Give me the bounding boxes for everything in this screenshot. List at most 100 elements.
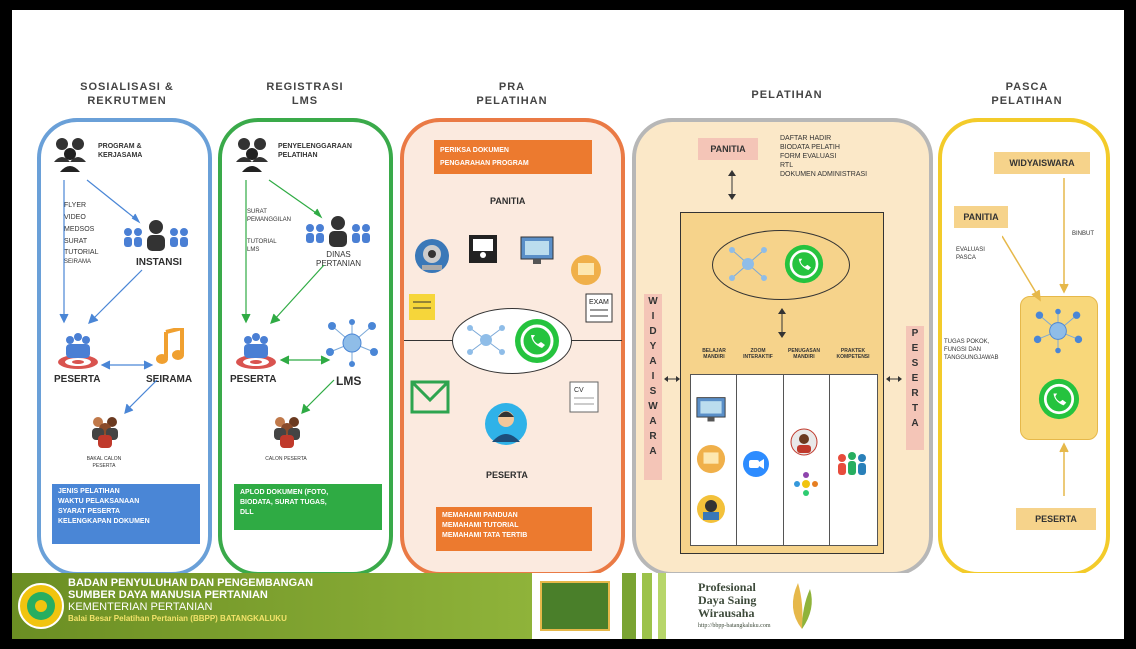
channel-list: FLYER VIDEO MEDSOS SURAT TUTORIAL SEIRAM… [64, 200, 99, 266]
title-col4: PELATIHAN [712, 88, 862, 102]
teamwork-icon [794, 472, 818, 496]
tutorial-label: TUTORIAL LMS [247, 238, 277, 254]
bottom-box-c3: MEMAHAMI PANDUAN MEMAHAMI TUTORIAL MEMAH… [436, 507, 592, 551]
tugas-line2: FUNGSI DAN [944, 347, 982, 353]
arrows-c1 [59, 179, 158, 414]
target-icon [58, 333, 98, 369]
diagram-canvas: SOSIALISASI & REKRUTMEN REGISTRASI LMS P… [12, 10, 1124, 639]
footer-banner: BADAN PENYULUHAN DAN PENGEMBANGAN SUMBER… [12, 573, 1124, 639]
program-line2: KERJASAMA [98, 152, 143, 159]
certificate-icon [696, 444, 726, 474]
dinas-icon [306, 216, 370, 247]
info-item: MEMAHAMI TATA TERTIB [442, 532, 528, 539]
footer-stripe [622, 573, 636, 639]
letter: A [911, 418, 919, 429]
footer-badge [540, 581, 610, 631]
info-box-c2: APLOD DOKUMEN (FOTO, BIODATA, SURAT TUGA… [234, 484, 382, 530]
program-label: PROGRAM & KERJASAMA [98, 142, 142, 160]
footer-slogan: Profesional Daya Saing Wirausaha http://… [698, 581, 771, 633]
tutorial-line2: LMS [247, 247, 260, 253]
monitor-icon [696, 397, 726, 422]
arrows-c5 [1002, 178, 1069, 496]
dinas-label: DINAS PERTANIAN [316, 250, 361, 268]
network-icon [729, 247, 767, 281]
slogan-line1: Profesional [698, 580, 756, 594]
instansi-label: INSTANSI [136, 257, 182, 268]
slogan-line3: Wirausaha [698, 606, 755, 620]
tugas-label: TUGAS POKOK, FUNGSI DAN TANGGUNGJAWAB [944, 338, 998, 362]
email-icon [410, 380, 450, 414]
letter: S [911, 358, 919, 369]
letter: E [911, 373, 919, 384]
admin-item: FORM EVALUASI [780, 153, 837, 160]
panitia-tag-c4: PANITIA [698, 138, 758, 160]
channel-item: TUTORIAL [64, 249, 99, 256]
channel-item: MEDSOS [64, 226, 95, 233]
column-divider [829, 375, 830, 545]
peserta-label-c2: PESERTA [230, 374, 277, 385]
activity-header: PRAKTEK KOMPETENSI [836, 348, 870, 360]
binbut-label: BINBUT [1072, 231, 1095, 237]
whatsapp-icon [1038, 378, 1080, 420]
footer-line1: BADAN PENYULUHAN DAN PENGEMBANGAN [68, 577, 314, 589]
admin-list: DAFTAR HADIR BIODATA PELATIH FORM EVALUA… [780, 134, 867, 179]
letter: A [649, 356, 657, 367]
monitor-icon [520, 236, 554, 264]
avatar-icon [485, 403, 527, 445]
penyelenggara-line1: PENYELENGGARAAN [278, 143, 352, 150]
activity-header: ZOOM INTERAKTIF [743, 348, 773, 360]
student-icon [697, 495, 725, 523]
info-item: PENGARAHAN PROGRAM [440, 160, 529, 167]
info-item: SYARAT PESERTA [58, 508, 121, 515]
column-divider [736, 375, 737, 545]
dinas-line2: PERTANIAN [316, 259, 362, 268]
letter: W [648, 296, 658, 307]
double-arrow-icon [886, 376, 902, 382]
whatsapp-icon [515, 319, 559, 363]
info-box-c1: JENIS PELATIHAN WAKTU PELAKSANAAN SYARAT… [52, 484, 200, 544]
footer-stripe [658, 573, 666, 639]
arrows-c2 [241, 179, 335, 414]
title-col1: SOSIALISASI & REKRUTMEN [52, 80, 202, 108]
title-col1-line2: REKRUTMEN [87, 95, 167, 107]
channel-item: SURAT [64, 238, 88, 245]
title-col1-line1: SOSIALISASI & [80, 81, 174, 93]
network-icon [467, 325, 505, 355]
ministry-logo-icon [18, 583, 64, 629]
music-note-icon [156, 328, 184, 364]
slogan-line2: Daya Saing [698, 593, 757, 607]
letter: S [649, 386, 657, 397]
network-icon [1033, 308, 1083, 354]
presentation-icon [469, 235, 497, 263]
admin-item: RTL [780, 162, 794, 169]
hub-ellipse-c4 [712, 230, 850, 300]
info-item: APLOD DOKUMEN (FOTO, [240, 489, 329, 496]
title-col2-line2: LMS [291, 95, 319, 107]
leaf-logo-icon [792, 583, 812, 629]
activity-header: PENUGASAN MANDIRI [788, 348, 820, 360]
people-group-icon [274, 417, 300, 448]
double-arrow-icon [728, 170, 736, 200]
footer-line2: SUMBER DAYA MANUSIA PERTANIAN [68, 589, 268, 601]
title-col5: PASCA PELATIHAN [957, 80, 1097, 108]
letter: I [651, 371, 655, 382]
admin-item: DAFTAR HADIR [780, 135, 832, 142]
sticky-note-icon [409, 294, 435, 320]
activity-header: BELAJAR MANDIRI [702, 348, 726, 360]
footer-org: BADAN PENYULUHAN DAN PENGEMBANGAN SUMBER… [68, 577, 313, 625]
calon-line1: BAKAL CALON [86, 456, 122, 462]
people-group-icon [838, 452, 866, 475]
panitia-tag-c5: PANITIA [954, 206, 1008, 228]
info-item: DLL [240, 509, 254, 516]
letter: D [649, 326, 657, 337]
info-item: JENIS PELATIHAN [58, 488, 120, 495]
letter: T [911, 403, 919, 414]
tugas-line1: TUGAS POKOK, [944, 339, 990, 345]
info-item: KELENGKAPAN DOKUMEN [58, 518, 150, 525]
channel-item: SEIRAMA [64, 259, 92, 265]
people-group-icon [54, 138, 86, 172]
evaluasi-label: EVALUASI PASCA [956, 246, 985, 262]
title-col2: REGISTRASI LMS [230, 80, 380, 108]
footer-line3: KEMENTERIAN PERTANIAN [68, 601, 213, 613]
